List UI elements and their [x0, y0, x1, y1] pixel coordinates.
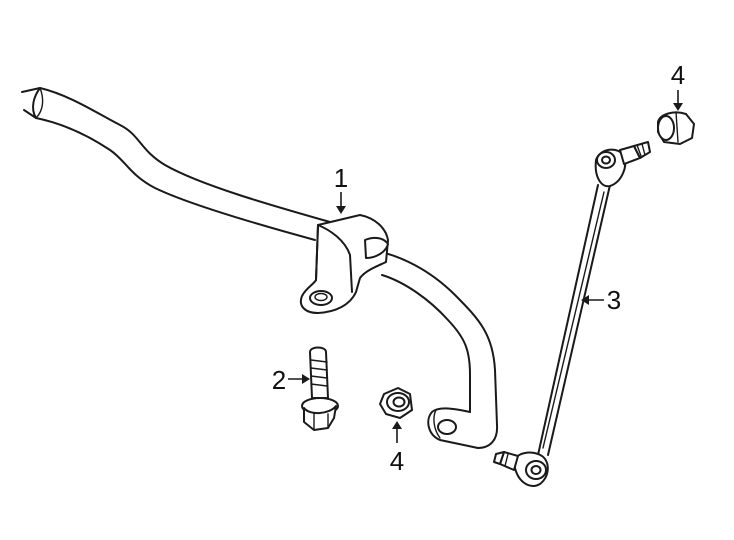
callout-2: 2	[272, 365, 286, 395]
callout-1: 1	[334, 163, 348, 193]
callout-3: 3	[607, 285, 621, 315]
leader-4-upper	[673, 90, 683, 111]
callout-4-lower: 4	[390, 446, 404, 476]
stabilizer-bushing	[299, 214, 389, 314]
leader-2	[288, 374, 310, 384]
leader-4-lower	[392, 421, 402, 443]
bolt	[301, 346, 339, 431]
callout-4-upper: 4	[671, 60, 685, 90]
flange-nut-lower	[379, 387, 413, 419]
stabilizer-link	[493, 141, 651, 487]
leader-3	[581, 295, 604, 305]
stabilizer-bar	[21, 87, 499, 449]
flange-nut-upper	[657, 111, 695, 145]
leader-1	[336, 192, 346, 214]
